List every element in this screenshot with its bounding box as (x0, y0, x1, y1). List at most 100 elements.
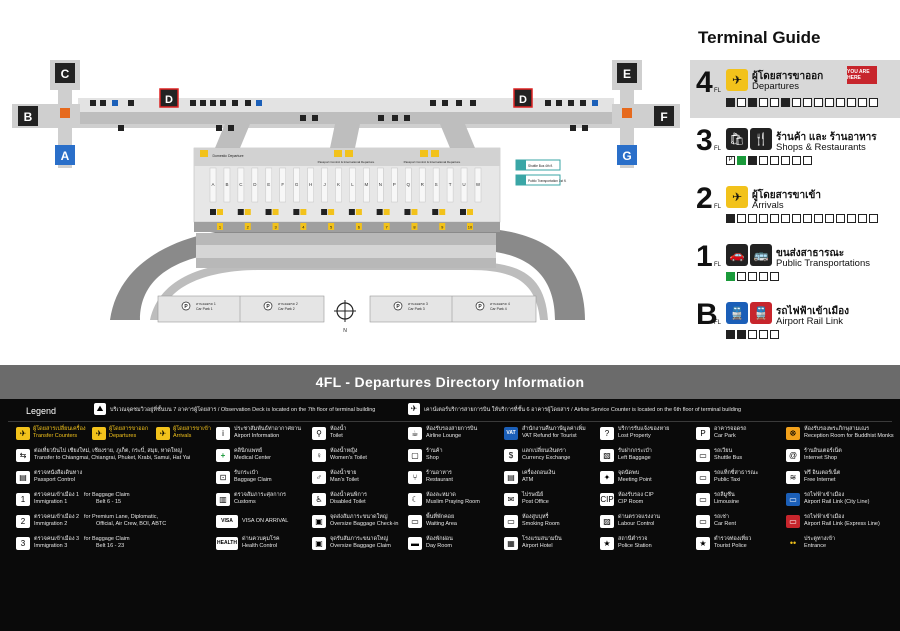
legend-label-en: Police Station (618, 543, 652, 549)
check-in-row-label: B (225, 182, 228, 187)
public-transport-box: Public Transportation 1st fl. (515, 174, 567, 186)
rail-express-icon: 🚆 (750, 302, 772, 324)
pier-c-label: C (55, 63, 75, 83)
toilet-icon: ⚲ (312, 427, 326, 440)
floor-1[interactable]: 1 FL 🚗 🚌 ขนส่งสาธารณะ Public Transportat… (690, 238, 900, 292)
legend-label-en: Limousine (714, 499, 740, 505)
mini-icon (759, 272, 768, 281)
cip-icon: CIP (600, 493, 614, 506)
legend-label-en: Airport Rail Link (Express Line) (804, 521, 880, 527)
legend-label-th: รถไฟฟ้าเข้าเมือง (804, 492, 845, 498)
pier-f-letter: F (660, 110, 667, 124)
legend-label-th: จุดนัดพบ (618, 470, 640, 476)
pier-a-letter: A (61, 149, 70, 163)
rail-city-icon: ▭ (786, 493, 800, 506)
mini-icon (726, 272, 735, 281)
floor-2[interactable]: 2 FL ✈ ผู้โดยสารขาเข้า Arrivals (690, 180, 900, 234)
car-park-4: P ลานจอดรถ 4 Car Park 4 (475, 301, 510, 311)
facility-marker (237, 209, 244, 215)
car-park-4-en: Car Park 4 (490, 307, 507, 311)
health-icon: HEALTH (216, 537, 238, 550)
legend-label-en: Man's Toilet (330, 477, 359, 483)
floor-4[interactable]: 4 FL ✈ ผู้โดยสารขาออก Departures YOU ARE… (690, 60, 900, 118)
legend-label-en: Health Control (242, 543, 278, 549)
mini-icon (792, 214, 801, 223)
check-in-row-j (321, 167, 328, 203)
departures-plane-icon: ✈ (726, 69, 748, 91)
floor-1-number: 1 (696, 240, 713, 273)
facility-marker (293, 209, 300, 215)
legend-label-th: แลกเปลี่ยนเงินตรา (522, 448, 566, 454)
arrivals-plane-icon: ✈ (726, 186, 748, 208)
legend-label-th: ตรวจสัมภาระศุลกากร (234, 492, 287, 498)
mini-icon (781, 214, 790, 223)
legend-label-th: ด่านตรวจแรงงาน (618, 514, 660, 520)
mini-icon: P (726, 156, 735, 165)
check-in-row-label: A (211, 182, 214, 187)
medical-cross-icon: + (216, 449, 230, 462)
gate-number: 2 (247, 225, 250, 230)
floor-4-th: ผู้โดยสารขาออก (752, 71, 824, 82)
vat-icon: VAT (504, 427, 518, 440)
observation-deck-icon: ⛰ (94, 403, 106, 415)
mini-icon (858, 98, 867, 107)
legend-label-en: Toilet (330, 433, 343, 439)
mini-icon (770, 214, 779, 223)
mini-icon (792, 156, 801, 165)
legend-label-th: รถเช่า (714, 514, 729, 520)
mini-icon (770, 272, 779, 281)
mini-icon (803, 156, 812, 165)
car-park-2-en: Car Park 2 (278, 307, 295, 311)
legend-label-th: พื้นที่พักคอย (426, 514, 455, 520)
car-icon: 🚗 (726, 244, 748, 266)
mini-icon (759, 214, 768, 223)
floor-b-facility-icons (726, 330, 779, 339)
legend-label-th: สำนักงานคืนภาษีมูลค่าเพิ่ม (522, 426, 586, 432)
baggage-claim-icon: ⊡ (216, 471, 230, 484)
airline-service-note: เคาน์เตอร์บริการสายการบิน ให้บริการที่ชั… (424, 407, 742, 413)
car-park-3-th: ลานจอดรถ 3 (408, 302, 428, 306)
legend-label-en: ATM (522, 477, 534, 483)
legend-label-en: Oversize Baggage Check-in (330, 521, 399, 527)
facility-marker (411, 209, 418, 215)
floor-3-fl: FL (714, 146, 722, 152)
mini-icon (748, 330, 757, 339)
passport-icon: ▤ (16, 471, 30, 484)
legend-label-en: Airport Rail Link (City Line) (804, 499, 870, 505)
legend-label-en: Lost Property (618, 433, 651, 439)
check-in-row-d (251, 167, 259, 203)
gate-marker (439, 223, 446, 230)
you-are-here-text: YOU ARE HERE (847, 69, 870, 81)
mini-icon (748, 214, 757, 223)
mini-icon (737, 214, 746, 223)
legend-label-en: Public Taxi (714, 477, 741, 483)
facility-marker (265, 209, 272, 215)
car-rent-icon: ▭ (696, 515, 710, 528)
floor-3[interactable]: 3 FL 🛍 🍴 ร้านค้า และ ร้านอาหาร Shops & R… (690, 122, 900, 176)
arrivals-th: ผู้โดยสารขาเข้า (173, 426, 211, 432)
legend-label-en: Entrance (804, 543, 827, 549)
gate-number: 7 (386, 225, 389, 230)
oversize-claim-icon: ▣ (312, 537, 326, 550)
compass-icon: N (334, 300, 356, 334)
svg-text:P: P (184, 304, 188, 310)
floor-b[interactable]: B FL 🚆 🚆 รถไฟฟ้าเข้าเมือง Airport Rail L… (690, 296, 900, 350)
gate-number: 9 (441, 225, 444, 230)
legend-label-en: Internet Shop (804, 455, 838, 461)
terminal-map: C B A E F G D D (0, 0, 690, 365)
legend-divider (8, 421, 892, 422)
gate-marker (328, 223, 335, 230)
facility-marker (432, 209, 439, 215)
floor-b-th: รถไฟฟ้าเข้าเมือง (776, 306, 849, 317)
currency-icon: $ (504, 449, 518, 462)
police-icon: ★ (600, 537, 614, 550)
legend-label-en: Shuttle Bus (714, 455, 743, 461)
post-icon: ✉ (504, 493, 518, 506)
floor-2-fl: FL (714, 204, 722, 210)
immigration-1-th: ตรวจคนเข้าเมือง 1 (34, 492, 80, 498)
car-park-1-en: Car Park 1 (196, 307, 213, 311)
mini-icon (770, 330, 779, 339)
facility-marker (321, 209, 328, 215)
check-in-row-label: Q (407, 182, 411, 187)
